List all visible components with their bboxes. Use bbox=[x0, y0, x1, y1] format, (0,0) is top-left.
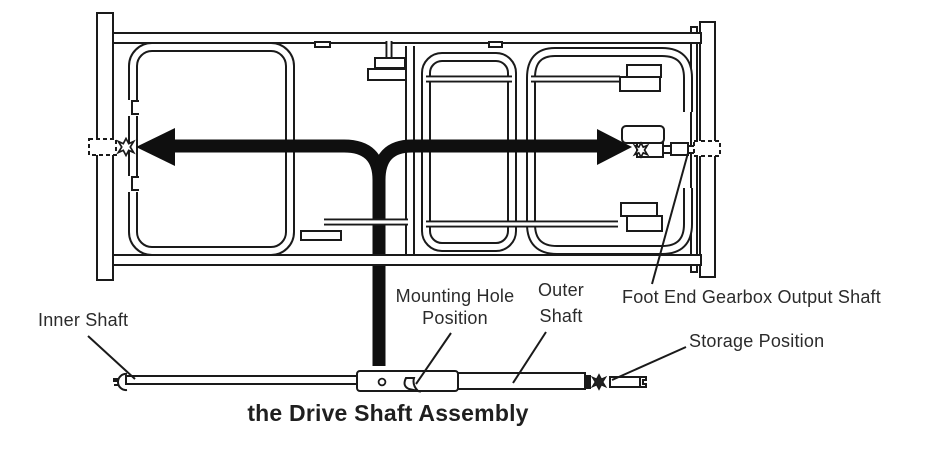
bottom-actuator-block-a bbox=[620, 202, 658, 217]
foot-end-gearbox-leader bbox=[651, 152, 689, 285]
storage-position-leader bbox=[611, 346, 687, 381]
mounting-hole bbox=[377, 377, 387, 387]
leader-lines bbox=[87, 152, 689, 385]
bottom-actuator-block-b bbox=[626, 215, 663, 232]
outer-shaft-label-line2: Shaft bbox=[539, 306, 582, 326]
mounting-hook bbox=[403, 377, 422, 393]
mounting-hole-label-line2: Position bbox=[422, 308, 488, 328]
head-end-coupler bbox=[88, 137, 135, 157]
outer-shaft-end-piece bbox=[609, 376, 641, 388]
head-coupler-hidden-socket bbox=[88, 138, 117, 156]
mid-bottom-plate bbox=[300, 230, 342, 241]
bottom-rail bbox=[112, 254, 702, 266]
arrowhead-left bbox=[136, 128, 175, 166]
foot-end-gearbox-label: Foot End Gearbox Output Shaft bbox=[622, 287, 881, 307]
gearbox-body bbox=[621, 125, 665, 144]
inner-shaft-end-fork bbox=[113, 378, 118, 386]
inner-shaft bbox=[125, 375, 361, 385]
top-actuator-block-a bbox=[626, 64, 662, 78]
drive-shaft-assembly bbox=[113, 370, 647, 393]
drive-direction-arrow bbox=[136, 128, 632, 366]
labels: Inner Shaft Mounting Hole Position Outer… bbox=[38, 280, 881, 426]
arrow-right-path bbox=[372, 139, 601, 181]
head-clip-upper bbox=[131, 100, 139, 115]
mounting-hole-label-line1: Mounting Hole bbox=[396, 286, 515, 306]
arrowhead-right bbox=[597, 129, 632, 165]
storage-clip-star bbox=[591, 373, 607, 391]
output-shaft-hidden-socket bbox=[693, 140, 721, 157]
backrest-bracket-upper bbox=[374, 57, 406, 69]
storage-clip-band bbox=[584, 375, 591, 389]
head-clip-lower bbox=[131, 176, 139, 191]
storage-position-label: Storage Position bbox=[689, 331, 824, 351]
outer-shaft-leader bbox=[512, 331, 547, 384]
outer-shaft-end-fork bbox=[640, 376, 647, 388]
top-rail bbox=[112, 32, 702, 44]
output-shaft-coupling bbox=[670, 142, 689, 156]
backrest-bracket-lower bbox=[367, 68, 407, 81]
inner-shaft-leader bbox=[87, 335, 136, 380]
outer-shaft-label-line1: Outer bbox=[538, 280, 584, 300]
inner-shaft-label: Inner Shaft bbox=[38, 310, 128, 330]
outer-shaft bbox=[457, 372, 586, 390]
top-rail-notch-right bbox=[488, 41, 503, 48]
figure-caption: the Drive Shaft Assembly bbox=[247, 400, 528, 426]
foot-end-gearbox bbox=[621, 125, 721, 158]
top-rail-notch-left bbox=[314, 41, 331, 48]
top-actuator-block-b bbox=[619, 76, 661, 92]
mounting-hole-leader bbox=[415, 332, 452, 385]
